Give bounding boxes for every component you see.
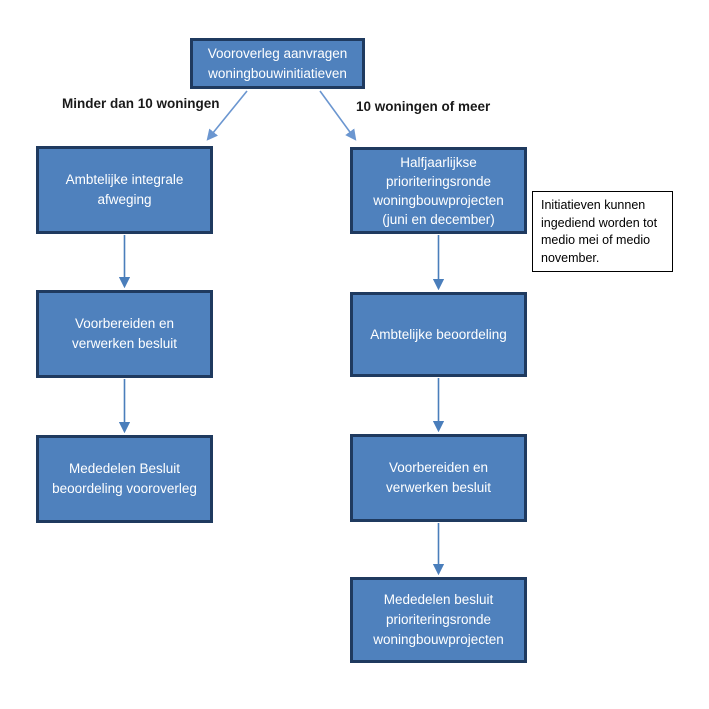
node-vooroverleg-aanvragen: Vooroverleg aanvragen woningbouwinitiati… bbox=[190, 38, 365, 89]
node-label: Voorbereiden en verwerken besluit bbox=[385, 460, 492, 495]
branch-label-10-of-meer: 10 woningen of meer bbox=[356, 99, 491, 114]
node-label: Voorbereiden en verwerken besluit bbox=[71, 316, 178, 351]
arrow-root-to-right bbox=[319, 90, 357, 141]
node-mededelen-besluit-vooroverleg: Mededelen Besluit beoordeling vooroverle… bbox=[36, 435, 213, 523]
node-mededelen-besluit-prioriteringsronde: Mededelen besluit prioriteringsronde won… bbox=[350, 577, 527, 663]
node-halfjaarlijkse-prioriteringsronde: Halfjaarlijkse prioriteringsronde woning… bbox=[350, 147, 527, 234]
node-label: Mededelen besluit prioriteringsronde won… bbox=[373, 592, 504, 647]
node-label: Ambtelijke integrale afweging bbox=[65, 172, 184, 207]
node-ambtelijke-beoordeling: Ambtelijke beoordeling bbox=[350, 292, 527, 377]
branch-label-minder-dan-10: Minder dan 10 woningen bbox=[62, 96, 220, 111]
node-ambtelijke-integrale-afweging: Ambtelijke integrale afweging bbox=[36, 146, 213, 234]
node-label: Halfjaarlijkse prioriteringsronde woning… bbox=[373, 154, 504, 227]
node-label: Vooroverleg aanvragen woningbouwinitiati… bbox=[207, 45, 348, 81]
node-label: Ambtelijke beoordeling bbox=[370, 326, 507, 342]
node-voorbereiden-verwerken-besluit-right: Voorbereiden en verwerken besluit bbox=[350, 434, 527, 522]
node-voorbereiden-verwerken-besluit-left: Voorbereiden en verwerken besluit bbox=[36, 290, 213, 378]
note-initiatieven-deadline: Initiatieven kunnen ingediend worden tot… bbox=[532, 191, 673, 272]
node-label: Mededelen Besluit beoordeling vooroverle… bbox=[52, 461, 197, 496]
